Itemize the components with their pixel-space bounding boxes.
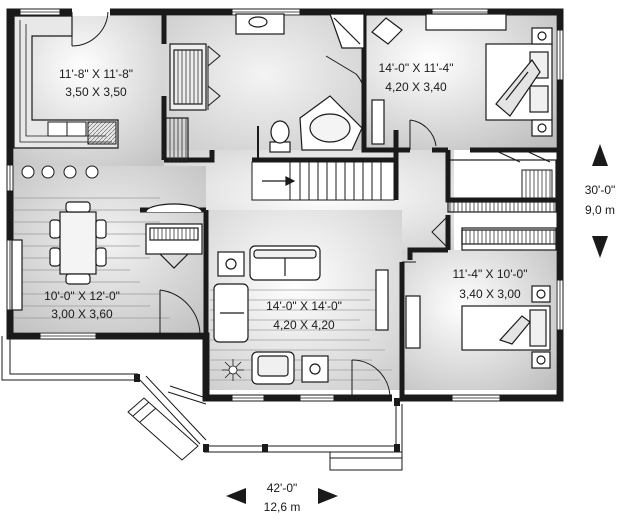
bedroom-2-dimensions-metric: 3,40 X 3,00 xyxy=(459,287,521,301)
stair-treads xyxy=(289,162,382,200)
bath-cabinet xyxy=(371,99,385,145)
kitchen-dimensions-metric: 3,50 X 3,50 xyxy=(65,85,127,99)
living-armchair xyxy=(251,351,295,385)
overall-width-metric: 12,6 m xyxy=(264,500,301,514)
bath-door-swing xyxy=(325,55,365,97)
master-bedroom-dimensions-imperial: 14'-0" X 11'-4" xyxy=(379,61,454,75)
living-loveseat xyxy=(213,283,249,343)
laundry-units xyxy=(165,43,207,163)
porch-steps xyxy=(127,397,403,471)
living-sofa xyxy=(249,245,321,281)
master-bedroom-dimensions-metric: 4,20 X 3,40 xyxy=(385,80,447,94)
porch-door xyxy=(159,289,201,336)
width-arrow xyxy=(226,488,338,504)
bath-vanity xyxy=(235,13,285,35)
toilet xyxy=(269,120,291,153)
bath-doors xyxy=(207,45,221,110)
kitchen-dimensions-imperial: 11'-8" X 11'-8" xyxy=(59,67,133,81)
living-dimensions-metric: 4,20 X 4,20 xyxy=(273,318,335,332)
living-tv-unit xyxy=(375,269,389,331)
porch-railing-bottom xyxy=(204,404,403,458)
dining-closet xyxy=(145,203,203,269)
kitchen-door xyxy=(71,11,109,47)
kitchen-island-hatch xyxy=(87,121,117,145)
dining-buffet xyxy=(11,239,23,311)
front-porch xyxy=(1,336,207,405)
master-chair xyxy=(371,17,403,45)
kitchen-stools xyxy=(21,165,99,179)
master-door xyxy=(409,119,437,150)
bathtub xyxy=(299,95,363,151)
living-plant-icon xyxy=(222,359,244,381)
bedroom-2-nightstands xyxy=(531,285,551,369)
living-end-tables xyxy=(217,251,329,383)
window-panes xyxy=(9,11,561,399)
overall-width-imperial: 42'-0" xyxy=(267,481,298,495)
master-closet xyxy=(447,147,557,251)
master-nightstands xyxy=(531,27,553,137)
bedroom-2-bed xyxy=(461,305,551,351)
dining-chairs xyxy=(49,201,107,285)
bedroom-2-dimensions-imperial: 11'-4" X 10'-0" xyxy=(453,267,528,281)
bedroom-2-dresser xyxy=(405,295,421,349)
master-bed xyxy=(485,43,553,121)
dining-dimensions-imperial: 10'-0" X 12'-0" xyxy=(44,289,120,303)
living-dimensions-imperial: 14'-0" X 14'-0" xyxy=(266,299,342,313)
entry-door xyxy=(351,359,391,399)
dining-dimensions-metric: 3,00 X 3,60 xyxy=(51,307,113,321)
overall-depth-imperial: 30'-0" xyxy=(585,183,616,197)
hall-closet-doors xyxy=(402,217,447,263)
master-closet-2 xyxy=(521,169,553,199)
porch-railing-diagonal xyxy=(139,375,207,445)
dining-table xyxy=(59,211,97,275)
depth-arrow xyxy=(592,144,608,258)
stair-arrow-icon xyxy=(262,176,296,186)
master-dresser xyxy=(425,13,507,31)
shower xyxy=(329,13,365,49)
overall-depth-metric: 9,0 m xyxy=(585,203,615,217)
porch-posts xyxy=(134,374,400,452)
